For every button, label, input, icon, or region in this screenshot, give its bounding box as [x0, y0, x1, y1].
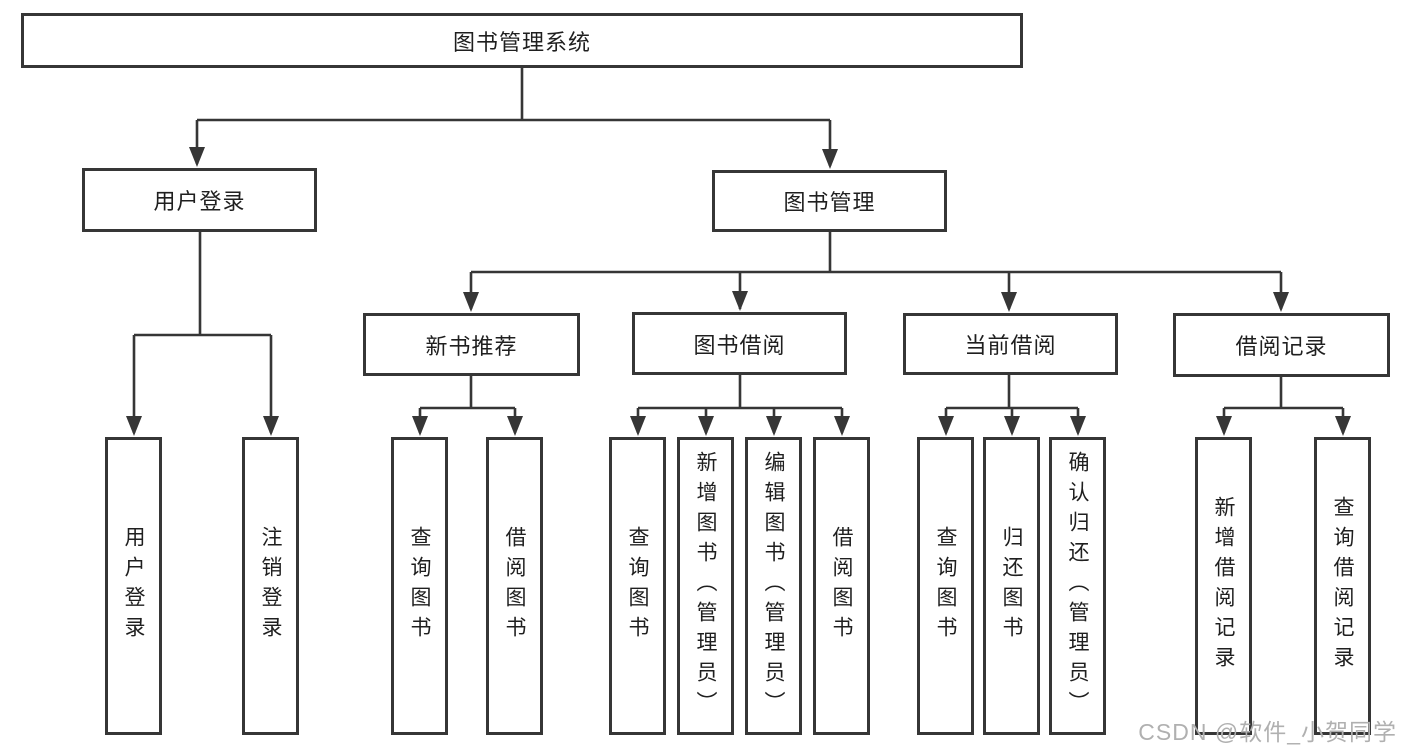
- node-label: 图书借阅: [693, 332, 786, 358]
- node-current-borrowing: 当前借阅: [903, 313, 1118, 375]
- node-label: 当前借阅: [964, 333, 1057, 358]
- leaf-label: 注销登录: [259, 526, 282, 646]
- leaf-query-books: 查询图书: [391, 437, 448, 735]
- leaf-label: 查询图书: [934, 526, 957, 646]
- leaf-label: 新增借阅记录: [1212, 496, 1235, 676]
- node-borrowing-records: 借阅记录: [1173, 313, 1390, 377]
- node-user-login: 用户登录: [82, 168, 317, 232]
- node-label: 图书管理: [783, 190, 876, 215]
- leaf-add-borrow-record: 新增借阅记录: [1195, 437, 1252, 735]
- leaf-label: 编辑图书（管理员）: [762, 451, 785, 721]
- leaf-label: 用户登录: [122, 526, 145, 646]
- leaf-label: 借阅图书: [503, 526, 526, 646]
- leaf-query-borrow-record: 查询借阅记录: [1314, 437, 1371, 735]
- leaf-label: 查询图书: [626, 526, 649, 646]
- node-label: 用户登录: [153, 189, 246, 214]
- leaf-user-login: 用户登录: [105, 437, 162, 735]
- leaf-label: 借阅图书: [830, 526, 853, 646]
- leaf-add-books-admin: 新增图书（管理员）: [677, 437, 734, 735]
- leaf-logout: 注销登录: [242, 437, 299, 735]
- leaf-confirm-return-admin: 确认归还（管理员）: [1049, 437, 1106, 735]
- node-book-borrowing: 图书借阅: [632, 312, 847, 375]
- leaf-edit-books-admin: 编辑图书（管理员）: [745, 437, 802, 735]
- leaf-query-books-2: 查询图书: [609, 437, 666, 735]
- leaf-label: 查询图书: [408, 526, 431, 646]
- node-label: 新书推荐: [425, 333, 518, 359]
- leaf-label: 确认归还（管理员）: [1066, 451, 1089, 721]
- node-new-book-recommend: 新书推荐: [363, 313, 580, 376]
- leaf-label: 查询借阅记录: [1331, 496, 1354, 676]
- node-root-system: 图书管理系统: [21, 13, 1023, 68]
- leaf-return-books: 归还图书: [983, 437, 1040, 735]
- leaf-borrow-books: 借阅图书: [486, 437, 543, 735]
- leaf-label: 归还图书: [1000, 526, 1023, 646]
- leaf-query-books-3: 查询图书: [917, 437, 974, 735]
- csdn-watermark: CSDN @软件_小贺同学: [1138, 719, 1397, 745]
- node-book-management: 图书管理: [712, 170, 947, 232]
- leaf-borrow-books-2: 借阅图书: [813, 437, 870, 735]
- leaf-label: 新增图书（管理员）: [694, 451, 717, 721]
- arrowheads: [126, 147, 1351, 436]
- node-label: 图书管理系统: [452, 29, 591, 55]
- node-label: 借阅记录: [1235, 334, 1328, 359]
